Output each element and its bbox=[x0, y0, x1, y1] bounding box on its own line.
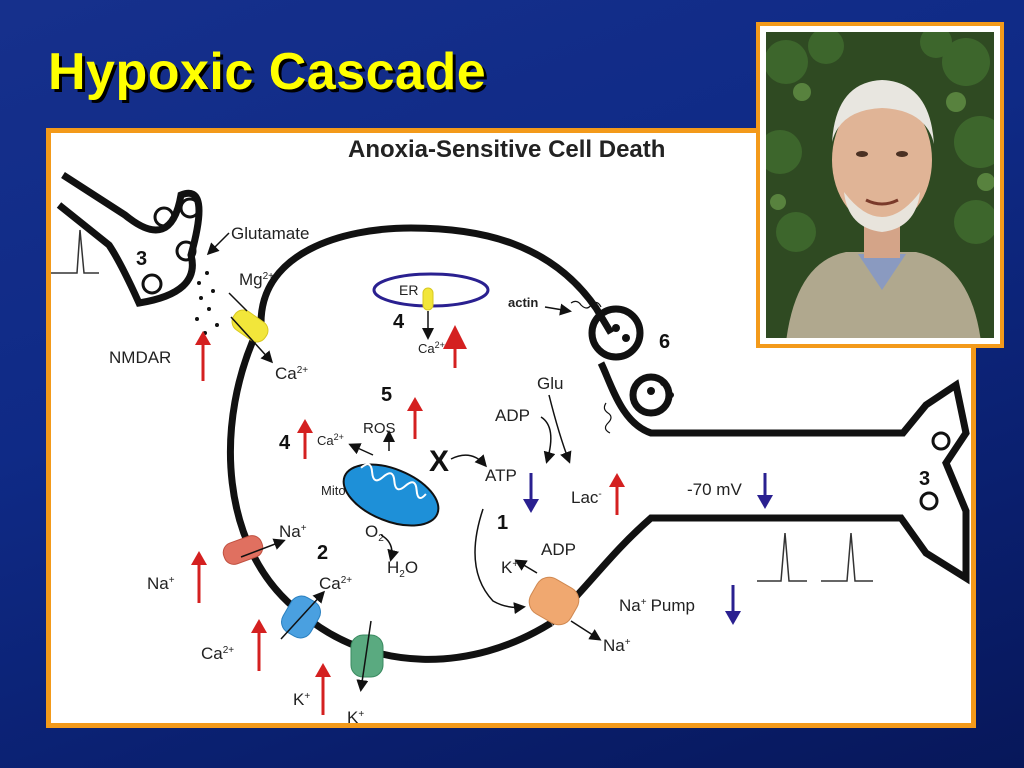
mito-label: Mito bbox=[321, 483, 346, 498]
step-number-3a: 3 bbox=[136, 248, 147, 270]
k-out-label: K+ bbox=[347, 708, 364, 723]
ros-label: ROS bbox=[363, 420, 396, 437]
mito-ca-label: Ca2+ bbox=[317, 432, 344, 448]
actin-label: actin bbox=[508, 295, 538, 310]
portrait-photo bbox=[766, 32, 994, 338]
pump-k-label: K+ bbox=[501, 558, 518, 577]
portrait-frame bbox=[756, 22, 1004, 348]
diagram-title: Anoxia-Sensitive Cell Death bbox=[348, 136, 665, 163]
membrane-potential-label: -70 mV bbox=[687, 480, 742, 499]
nmdar-label: NMDAR bbox=[109, 348, 171, 367]
action-potential-trace-left bbox=[51, 229, 99, 274]
vesicles-top bbox=[141, 197, 201, 295]
step-number-4b: 4 bbox=[279, 432, 291, 454]
adp-label-top: ADP bbox=[495, 406, 530, 425]
cell-membrane-top bbox=[257, 224, 615, 335]
step-number-5: 5 bbox=[381, 384, 392, 406]
na-channel bbox=[222, 535, 264, 565]
action-potential-trace-right-1 bbox=[757, 532, 807, 582]
k-channel bbox=[350, 634, 384, 678]
na-in-label: Na+ bbox=[279, 522, 307, 541]
h2o-label: H2O bbox=[387, 558, 418, 580]
er-label: ER bbox=[399, 282, 418, 298]
step-number-4a: 4 bbox=[393, 311, 405, 333]
slide-title: Hypoxic Cascade bbox=[48, 43, 487, 101]
atp-label: ATP bbox=[485, 466, 517, 485]
na-k-pump bbox=[528, 576, 580, 626]
spine-upper bbox=[588, 305, 644, 361]
na-out-label: Na+ bbox=[147, 574, 175, 593]
glutamate-release bbox=[189, 271, 219, 335]
cascade-diagram: Anoxia-Sensitive Cell Death 3 Glutamate … bbox=[51, 136, 970, 727]
o2-label: O2 bbox=[365, 522, 384, 544]
mg-label: Mg2+ bbox=[239, 270, 274, 289]
er-channel bbox=[422, 287, 434, 311]
ca-out-label: Ca2+ bbox=[201, 644, 234, 663]
pump-na-label: Na+ bbox=[603, 636, 631, 655]
step-number-6: 6 bbox=[659, 331, 670, 353]
axon-dendrite bbox=[548, 361, 970, 626]
nmdar-ca-label: Ca2+ bbox=[275, 364, 308, 383]
vesicles-right bbox=[919, 431, 951, 511]
adp-label-pump: ADP bbox=[541, 540, 576, 559]
glu-label: Glu bbox=[537, 374, 563, 393]
er-ca-label: Ca2+ bbox=[418, 340, 445, 356]
portrait-illustration bbox=[766, 32, 994, 338]
step-number-1: 1 bbox=[497, 512, 508, 534]
nmdar-channel bbox=[231, 309, 269, 343]
ca-in-label: Ca2+ bbox=[319, 574, 352, 593]
lac-label: Lac- bbox=[571, 488, 602, 507]
k-in-label: K+ bbox=[293, 690, 310, 709]
mitochondrion bbox=[342, 463, 440, 527]
na-pump-label: Na+Pump bbox=[619, 596, 695, 615]
glutamate-label: Glutamate bbox=[231, 224, 309, 243]
action-potential-trace-right-2 bbox=[821, 532, 873, 582]
step-number-3b: 3 bbox=[919, 468, 930, 490]
x-mark: X bbox=[429, 445, 449, 478]
step-number-2: 2 bbox=[317, 542, 328, 564]
